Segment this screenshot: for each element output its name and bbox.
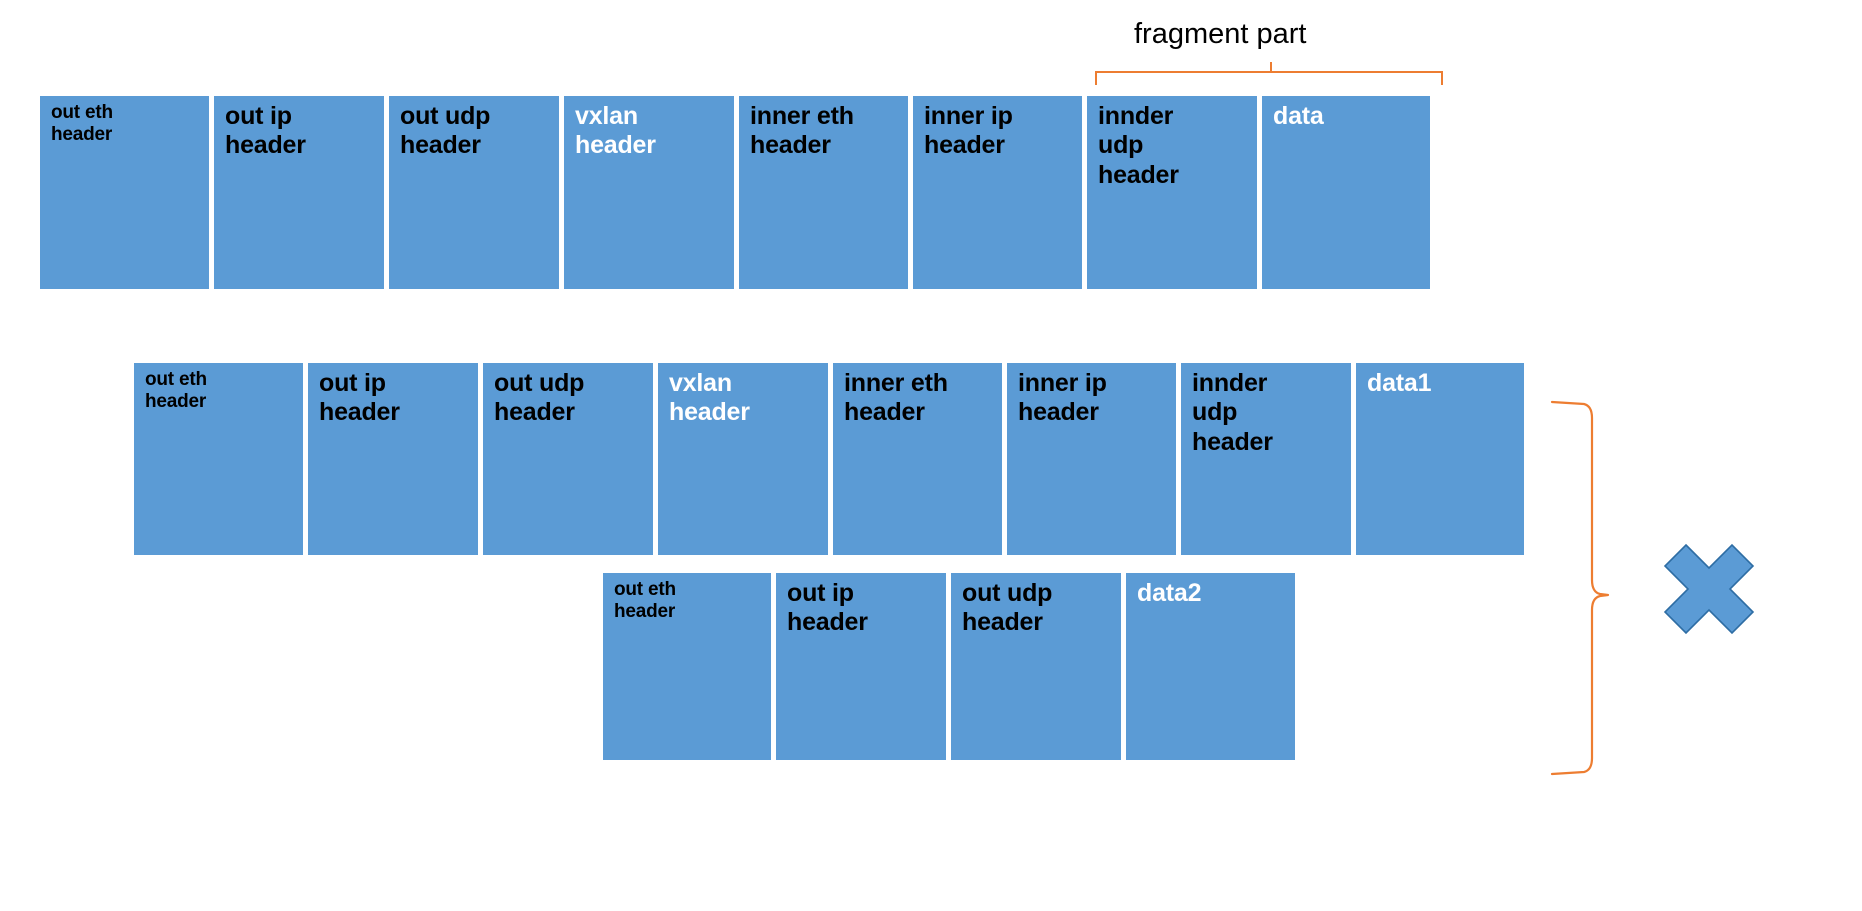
fragment-part-label: fragment part (1134, 18, 1307, 50)
block-label: vxlan header (669, 369, 750, 427)
cross-x-icon (1663, 543, 1755, 635)
packet-row-fragment-1: out eth header out ip header out udp hea… (134, 363, 1539, 555)
block-innder-udp-header[interactable]: innder udp header (1087, 96, 1257, 289)
block-label: out udp header (400, 102, 491, 160)
block-label: data1 (1367, 369, 1432, 397)
block-out-ip-header[interactable]: out ip header (308, 363, 478, 555)
block-out-udp-header[interactable]: out udp header (951, 573, 1121, 760)
block-out-eth-header[interactable]: out eth header (603, 573, 771, 760)
block-vxlan-header[interactable]: vxlan header (564, 96, 734, 289)
block-inner-ip-header[interactable]: inner ip header (1007, 363, 1176, 555)
block-label: vxlan header (575, 102, 656, 160)
fragment-part-bracket (1095, 62, 1443, 85)
fragments-group-brace (1550, 400, 1610, 776)
block-vxlan-header[interactable]: vxlan header (658, 363, 828, 555)
block-label: out udp header (494, 369, 585, 427)
block-out-ip-header[interactable]: out ip header (776, 573, 946, 760)
block-out-eth-header[interactable]: out eth header (134, 363, 303, 555)
block-out-ip-header[interactable]: out ip header (214, 96, 384, 289)
block-label: out ip header (319, 369, 400, 427)
block-label: out ip header (225, 102, 306, 160)
block-inner-eth-header[interactable]: inner eth header (833, 363, 1002, 555)
block-out-eth-header[interactable]: out eth header (40, 96, 209, 289)
block-inner-ip-header[interactable]: inner ip header (913, 96, 1082, 289)
block-label: out eth header (614, 579, 676, 623)
block-inner-eth-header[interactable]: inner eth header (739, 96, 908, 289)
block-label: inner ip header (1018, 369, 1107, 427)
block-label: out eth header (145, 369, 207, 413)
block-label: out ip header (787, 579, 868, 637)
block-out-udp-header[interactable]: out udp header (483, 363, 653, 555)
block-label: data2 (1137, 579, 1202, 607)
block-label: inner eth header (750, 102, 854, 160)
block-label: inner ip header (924, 102, 1013, 160)
block-out-udp-header[interactable]: out udp header (389, 96, 559, 289)
block-label: innder udp header (1098, 102, 1179, 189)
block-data[interactable]: data (1262, 96, 1430, 289)
block-data1[interactable]: data1 (1356, 363, 1524, 555)
block-label: data (1273, 102, 1324, 130)
block-label: innder udp header (1192, 369, 1273, 456)
packet-row-original: out eth header out ip header out udp hea… (40, 96, 1445, 289)
block-data2[interactable]: data2 (1126, 573, 1295, 760)
fragment-bracket-mid-tick (1270, 62, 1272, 73)
packet-row-fragment-2: out eth header out ip header out udp hea… (603, 573, 1295, 760)
block-label: out udp header (962, 579, 1053, 637)
block-innder-udp-header[interactable]: innder udp header (1181, 363, 1351, 555)
block-label: out eth header (51, 102, 113, 146)
block-label: inner eth header (844, 369, 948, 427)
